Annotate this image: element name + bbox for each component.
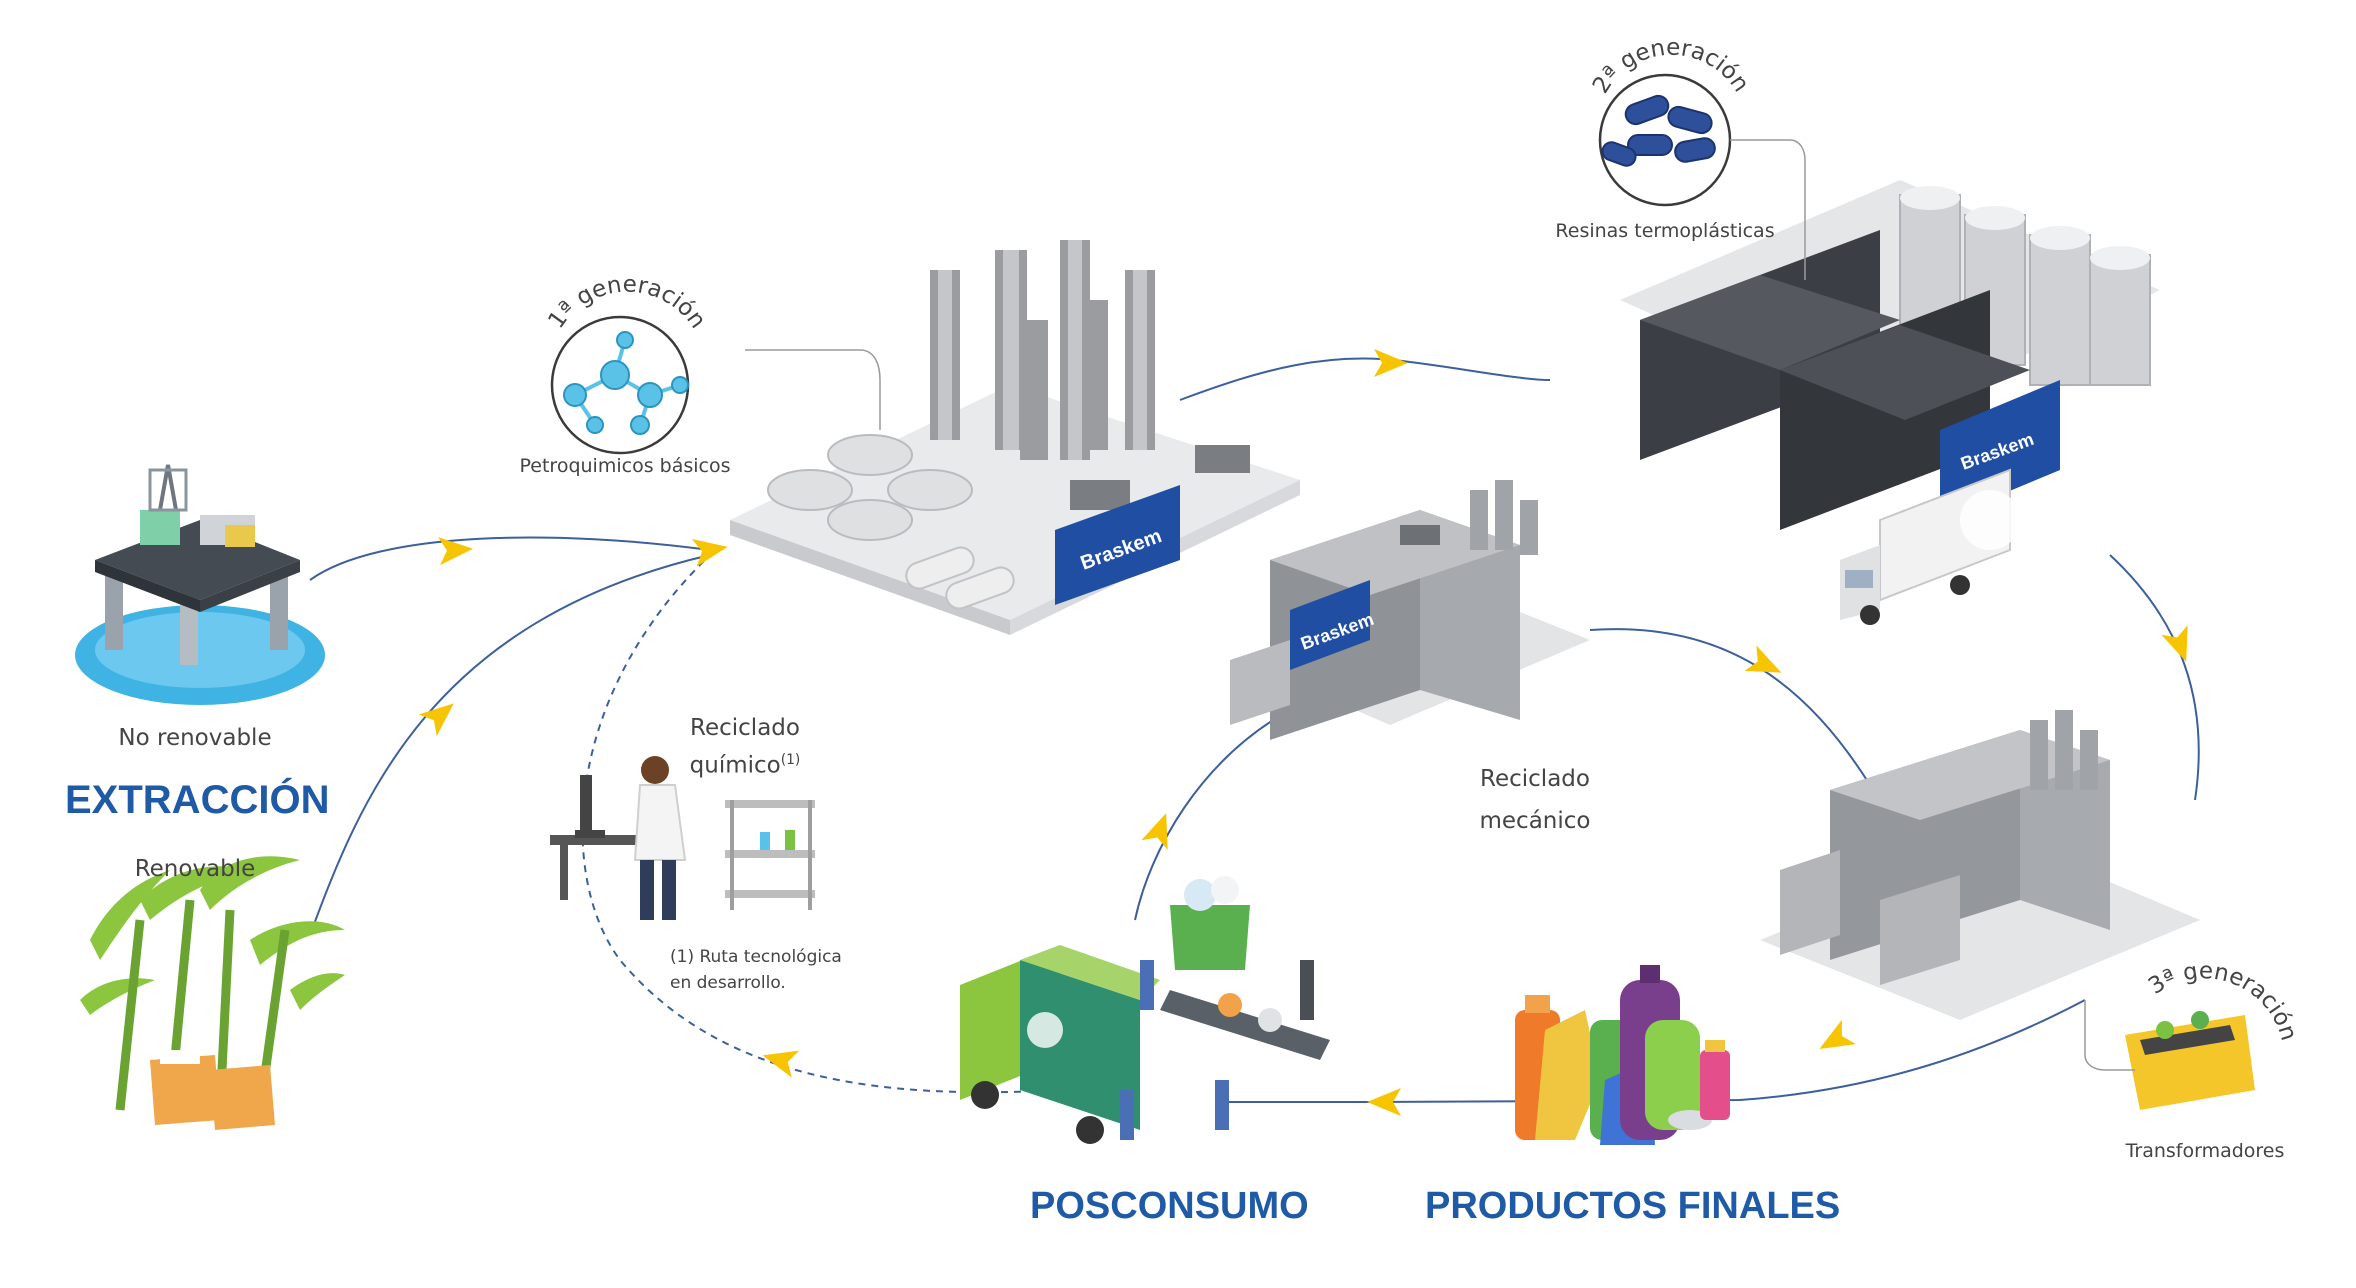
- truck-illustration: [1840, 468, 2020, 625]
- flow-postconsumer-to-mechanical: [1134, 709, 1291, 921]
- second-generation-badge: 2ª generación: [1588, 35, 1754, 207]
- flow-offshore-to-petrochem: [309, 536, 711, 581]
- postconsumer-heading: POSCONSUMO: [1030, 1185, 1309, 1227]
- petrochemical-plant-illustration: Braskem: [730, 240, 1300, 635]
- flow-lines: [309, 357, 2200, 1103]
- chemical-recycling-footnote-mark: (1): [780, 752, 801, 768]
- extraction-heading: EXTRACCIÓN: [65, 778, 330, 822]
- renewable-label: Renovable: [134, 856, 256, 882]
- arrow-9: [1141, 808, 1180, 850]
- footnote: (1) Ruta tecnológica en desarrollo.: [670, 944, 842, 996]
- resins-label: Resinas termoplásticas: [1555, 220, 1775, 242]
- resin-plant-illustration: Braskem: [1620, 180, 2160, 625]
- braskem-sign-3: [1290, 580, 1370, 670]
- flow-cane-to-petrochem: [309, 554, 711, 936]
- final-products-illustration: [1515, 965, 1730, 1145]
- sugar-cane-illustration: [80, 856, 345, 1130]
- mechanical-recycling-label: Reciclado mecánico: [1440, 758, 1630, 842]
- transformer-plant-illustration: [1760, 710, 2200, 1020]
- arrow-5: [2161, 625, 2200, 667]
- offshore-platform-illustration: [75, 464, 325, 705]
- mechanical-recycling-plant-illustration: Braskem: [1230, 480, 1590, 740]
- flow-transformers-to-products: [1379, 999, 2086, 1103]
- chemical-recycling-line2: químico: [689, 752, 781, 779]
- chemical-recycling-label: Reciclado químico(1): [650, 712, 840, 782]
- flow-mechanical-to-transformers: [1589, 628, 1871, 786]
- postconsumer-illustration: [960, 876, 1330, 1144]
- third-generation-badge: 3ª generación: [2125, 958, 2302, 1110]
- chemical-recycling-line1: Reciclado: [690, 715, 800, 741]
- footnote-line2: en desarrollo.: [670, 973, 786, 993]
- arrow-2: [691, 533, 731, 567]
- arrow-8: [1744, 645, 1788, 686]
- arrow-6: [1812, 1019, 1856, 1062]
- mechanical-recycling-line1: Reciclado: [1480, 766, 1590, 792]
- petrochemicals-label: Petroquimicos básicos: [519, 455, 731, 477]
- braskem-sign-1: Braskem: [1055, 485, 1180, 605]
- non-renewable-label: No renovable: [118, 725, 272, 751]
- footnote-line1: (1) Ruta tecnológica: [670, 947, 842, 967]
- first-generation-badge: 1ª generación: [543, 272, 711, 455]
- flow-resins-to-transformers: [2109, 554, 2200, 801]
- arrow-4: [1374, 349, 1408, 377]
- final-products-heading: PRODUCTOS FINALES: [1425, 1185, 1841, 1227]
- mechanical-recycling-line2: mecánico: [1479, 808, 1591, 834]
- chemical-recycling-lab-illustration: [550, 756, 815, 920]
- arrow-10: [758, 1041, 800, 1078]
- flow-petrochem-to-resins: [1179, 357, 1551, 401]
- transformers-label: Transformadores: [2125, 1140, 2285, 1162]
- flow-postconsumer-to-chemical: [581, 554, 1061, 1094]
